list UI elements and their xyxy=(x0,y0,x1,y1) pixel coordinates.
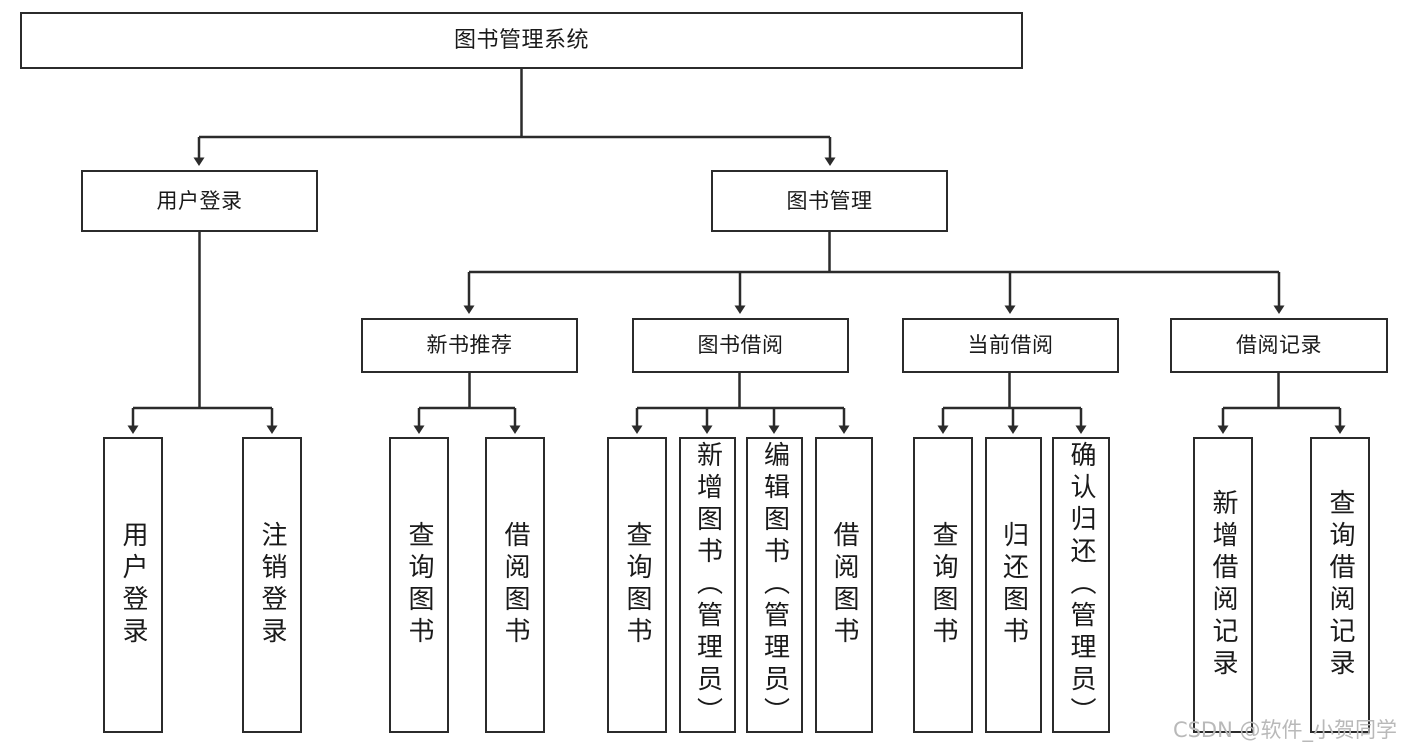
node-label: 查询图书 xyxy=(404,521,434,649)
node-label: 新书推荐 xyxy=(426,333,513,358)
node-label: 用户登录 xyxy=(156,188,243,213)
node-label: 新增借阅记录 xyxy=(1208,489,1238,681)
node-leaf-user-login[interactable]: 用户登录 xyxy=(103,437,163,733)
node-leaf-return-book[interactable]: 归还图书 xyxy=(985,437,1042,733)
watermark-text: CSDN @软件_小贺同学 xyxy=(1172,718,1397,742)
node-root-book-management-system[interactable]: 图书管理系统 xyxy=(20,12,1023,69)
node-leaf-borrow-book-recommend[interactable]: 借阅图书 xyxy=(485,437,545,733)
node-leaf-logout[interactable]: 注销登录 xyxy=(242,437,302,733)
node-leaf-add-book-admin[interactable]: 新增图书（管理员） xyxy=(679,437,736,733)
node-leaf-add-borrow-record[interactable]: 新增借阅记录 xyxy=(1193,437,1253,733)
node-borrow-record[interactable]: 借阅记录 xyxy=(1170,318,1388,373)
node-label: 图书借阅 xyxy=(697,333,784,358)
node-label: 查询借阅记录 xyxy=(1325,489,1355,681)
node-label: 查询图书 xyxy=(622,521,652,649)
node-label: 图书管理系统 xyxy=(453,27,589,53)
node-leaf-borrow-book[interactable]: 借阅图书 xyxy=(815,437,873,733)
node-label: 借阅记录 xyxy=(1236,333,1322,358)
node-leaf-confirm-return-admin[interactable]: 确认归还（管理员） xyxy=(1052,437,1110,733)
node-book-borrow[interactable]: 图书借阅 xyxy=(632,318,849,373)
node-leaf-query-book-borrow[interactable]: 查询图书 xyxy=(607,437,667,733)
node-book-management[interactable]: 图书管理 xyxy=(711,170,948,232)
node-label: 图书管理 xyxy=(786,188,873,213)
node-label: 借阅图书 xyxy=(829,521,859,649)
node-leaf-edit-book-admin[interactable]: 编辑图书（管理员） xyxy=(746,437,803,733)
node-leaf-query-borrow-record[interactable]: 查询借阅记录 xyxy=(1310,437,1370,733)
node-label: 编辑图书（管理员） xyxy=(759,441,790,729)
node-label: 新增图书（管理员） xyxy=(692,441,723,729)
node-leaf-query-book-recommend[interactable]: 查询图书 xyxy=(389,437,449,733)
node-current-borrow[interactable]: 当前借阅 xyxy=(902,318,1119,373)
node-new-book-recommend[interactable]: 新书推荐 xyxy=(361,318,578,373)
node-label: 注销登录 xyxy=(257,521,287,649)
node-label: 借阅图书 xyxy=(500,521,530,649)
node-label: 用户登录 xyxy=(118,521,148,649)
node-label: 查询图书 xyxy=(928,521,958,649)
node-user-login[interactable]: 用户登录 xyxy=(81,170,318,232)
node-label: 确认归还（管理员） xyxy=(1066,441,1096,729)
node-label: 归还图书 xyxy=(998,521,1029,649)
node-leaf-query-book-current[interactable]: 查询图书 xyxy=(913,437,973,733)
node-label: 当前借阅 xyxy=(967,333,1054,358)
